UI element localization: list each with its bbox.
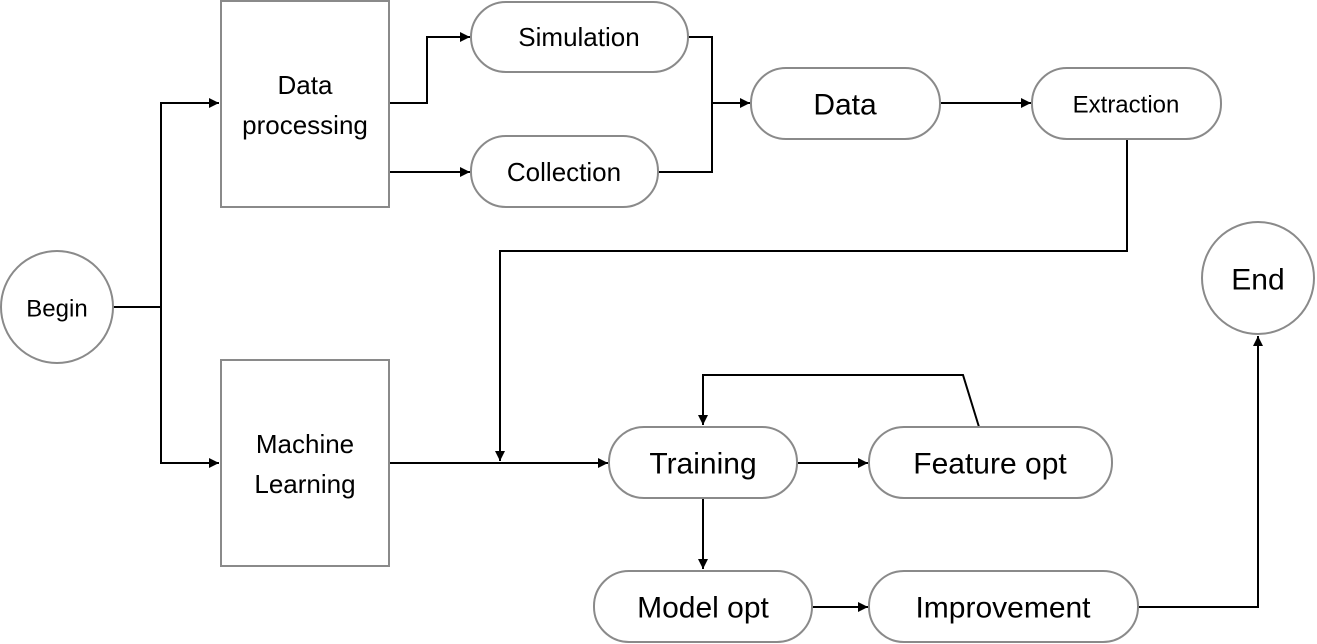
data-shape	[750, 67, 941, 140]
model-opt-label: Model opt	[637, 592, 769, 625]
node-data-processing: Data processing	[220, 0, 390, 208]
training-shape	[608, 426, 798, 499]
simulation-shape	[470, 1, 689, 73]
node-improvement: Improvement	[868, 570, 1139, 643]
edge-begin-to-data-processing	[113, 98, 219, 308]
simulation-label: Simulation	[518, 22, 639, 52]
node-model-opt: Model opt	[593, 570, 813, 643]
edge-extraction-to-training	[495, 139, 1128, 461]
begin-label: Begin	[26, 296, 87, 323]
edge-data-processing-to-simulation	[389, 32, 470, 104]
machine-learning-label-line2: Learning	[254, 469, 355, 499]
improvement-shape	[868, 570, 1139, 643]
edge-collection-to-data	[658, 103, 713, 173]
machine-learning-label-line1: Machine	[256, 429, 354, 459]
node-extraction: Extraction	[1031, 67, 1222, 140]
end-shape	[1201, 221, 1315, 335]
data-processing-label-line2: processing	[242, 110, 368, 140]
node-collection: Collection	[470, 135, 659, 208]
edges	[113, 32, 1263, 612]
feature-opt-shape	[868, 426, 1113, 499]
edge-begin-to-machine-learning	[160, 307, 219, 468]
edge-simulation-to-data	[688, 36, 750, 108]
collection-label: Collection	[507, 157, 621, 187]
training-label: Training	[649, 448, 756, 481]
model-opt-shape	[593, 570, 813, 643]
edge-feature-opt-to-training	[698, 374, 980, 428]
node-simulation: Simulation	[470, 1, 689, 73]
begin-shape	[0, 250, 114, 364]
data-processing-label-line1: Data	[278, 70, 333, 100]
data-label: Data	[813, 89, 877, 122]
node-end: End	[1201, 221, 1315, 335]
end-label: End	[1231, 264, 1284, 297]
machine-learning-shape	[220, 359, 390, 567]
extraction-shape	[1031, 67, 1222, 140]
edge-improvement-to-end	[1138, 336, 1263, 608]
node-training: Training	[608, 426, 798, 499]
improvement-label: Improvement	[915, 592, 1091, 625]
node-feature-opt: Feature opt	[868, 426, 1113, 499]
extraction-label: Extraction	[1073, 92, 1180, 119]
node-data: Data	[750, 67, 941, 140]
data-processing-shape	[220, 0, 390, 208]
feature-opt-label: Feature opt	[913, 448, 1067, 481]
node-machine-learning: Machine Learning	[220, 359, 390, 567]
node-begin: Begin	[0, 250, 114, 364]
collection-shape	[470, 135, 659, 208]
